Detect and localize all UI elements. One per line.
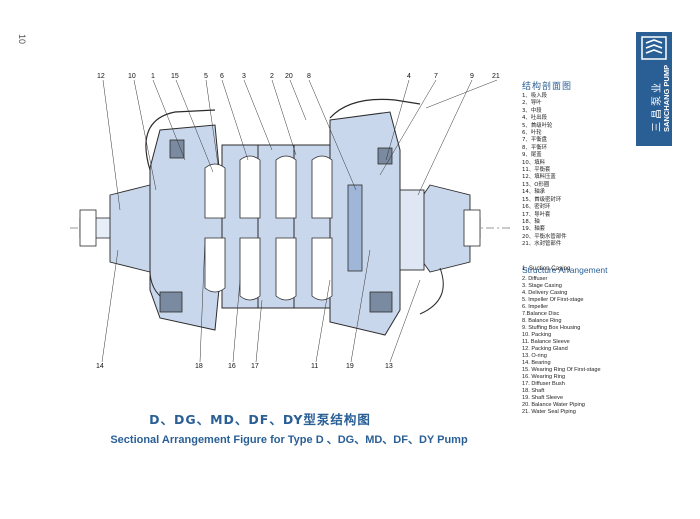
- legend-cn-item: 18、轴: [522, 218, 540, 225]
- callout-8: 8: [307, 73, 311, 80]
- callout-5: 5: [204, 73, 208, 80]
- foot-left: [159, 291, 183, 313]
- figure-title-cn: D、DG、MD、DF、DY型泵结构图: [149, 412, 371, 427]
- legend-en-overlay-text: 1. Suction Casing: [522, 265, 571, 272]
- legend-en-item: 7.Balance Disc: [522, 311, 560, 317]
- foot-right: [369, 291, 393, 313]
- balance-water-piping: [329, 98, 421, 119]
- legend-en-item: 15. Wearing Ring Of First-stage: [522, 367, 601, 373]
- legend-cn-item: 13、O形圈: [522, 181, 550, 188]
- impeller-3: [275, 155, 297, 219]
- callout-11: 11: [311, 363, 318, 370]
- legend-cn-item: 2、导叶: [522, 100, 542, 107]
- legend-en-item: 11. Balance Sleeve: [522, 339, 570, 345]
- brand-name-cn: 三昌泵业: [652, 80, 663, 132]
- impeller-4-lower: [311, 237, 333, 301]
- right-bearing-housing: [419, 184, 471, 273]
- legend-en-item: 14. Bearing: [522, 360, 551, 366]
- callout-9: 9: [470, 73, 474, 80]
- legend-cn-item: 14、轴承: [522, 189, 546, 196]
- impeller-first-stage-lower: [204, 237, 226, 293]
- legend-en-item: 20. Balance Water Piping: [522, 402, 585, 408]
- legend-en-item: 21. Water Seal Piping: [522, 409, 576, 415]
- legend-cn-item: 19、轴套: [522, 226, 546, 233]
- coupling-right: [463, 209, 481, 247]
- callout-4: 4: [407, 73, 411, 80]
- delivery-casing: [329, 111, 401, 336]
- legend-en-item: 17. Diffuser Bush: [522, 381, 565, 387]
- brand-name-en: SANCHANG PUMP: [662, 64, 671, 132]
- legend-en-item: 9. Stuffing Box Housing: [522, 325, 581, 331]
- legend-cn-item: 9、尾盖: [522, 152, 542, 159]
- callout-10: 10: [128, 73, 136, 80]
- impeller-2: [239, 155, 261, 219]
- suction-casing: [149, 124, 223, 331]
- callout-6: 6: [220, 73, 224, 80]
- legend-cn-item: 3、中段: [522, 107, 542, 114]
- impeller-3-lower: [275, 237, 297, 301]
- legend-cn-item: 15、首级密封环: [522, 196, 562, 203]
- brand-logo-icon: [641, 36, 667, 60]
- legend-en-item: 5. Impeller Of First-stage: [522, 297, 584, 303]
- coupling-left: [79, 209, 97, 247]
- legend-en-item: 13. O-ring: [522, 353, 547, 359]
- legend-cn-item: 5、首级叶轮: [522, 122, 553, 129]
- boss-right: [377, 147, 393, 165]
- legend-en-item: 19. Shaft Sleeve: [522, 395, 564, 401]
- water-seal-piping: [145, 109, 216, 171]
- legend-en-item: 16. Wearing Ring: [522, 374, 566, 380]
- figure-title-en: Sectional Arrangement Figure for Type D …: [110, 434, 468, 446]
- impeller-2-lower: [239, 237, 261, 301]
- legend-en-item: 6. Impeller: [522, 304, 549, 310]
- legend-cn-item: 10、填料: [522, 159, 546, 166]
- callout-2: 2: [270, 73, 274, 80]
- legend-cn-list: 1、吸入段 2、导叶 3、中段 4、吐出段 5、首级叶轮 6、叶轮 7、平衡盘 …: [522, 93, 567, 249]
- callout-19: 19: [346, 363, 354, 370]
- legend-cn-item: 12、填料压盖: [522, 174, 556, 181]
- legend-cn-item: 8、平衡环: [522, 144, 547, 151]
- legend-cn-item: 16、密封环: [522, 204, 551, 211]
- right-lower-pipe: [419, 267, 444, 315]
- callout-14: 14: [96, 363, 104, 370]
- legend-cn-item: 21、水封管部件: [522, 241, 562, 248]
- callout-1: 1: [151, 73, 155, 80]
- legend-en-item: 18. Shaft: [522, 388, 545, 394]
- callout-18: 18: [195, 363, 203, 370]
- balance-disc: [347, 184, 363, 272]
- callout-15: 15: [171, 73, 179, 80]
- boss-left: [169, 139, 185, 159]
- pump-sectional-drawing: 12 10 1 15 5 6 3 2 20 8 4 7 9 21 14 18 1…: [70, 73, 510, 370]
- callout-16: 16: [228, 363, 236, 370]
- legend-en-item: 2. Diffuser: [522, 276, 548, 282]
- legend-en-list: 2. Diffuser 3. Stage Casing 4. Delivery …: [522, 276, 601, 416]
- legend-en-item: 10. Packing: [522, 332, 552, 338]
- legend-cn-item: 6、叶轮: [522, 130, 542, 137]
- legend-en-item: 4. Delivery Casing: [522, 290, 568, 296]
- legend-en-item: 3. Stage Casing: [522, 283, 562, 289]
- callout-3: 3: [242, 73, 246, 80]
- legend-en-title: Structure Arrangement: [522, 265, 608, 275]
- legend-cn-item: 4、吐出段: [522, 115, 547, 122]
- legend-cn-item: 20、平衡水管部件: [522, 233, 567, 240]
- legend-cn-item: 1、吸入段: [522, 93, 547, 99]
- impeller-4: [311, 155, 333, 219]
- page-number: 10: [17, 34, 27, 45]
- callout-20: 20: [285, 73, 293, 80]
- callout-21: 21: [492, 73, 500, 80]
- legend-cn-title: 结构剖面图: [522, 82, 573, 92]
- callout-13: 13: [385, 363, 393, 370]
- balance-chamber: [399, 189, 425, 271]
- legend-cn-item: 11、平衡套: [522, 167, 551, 174]
- legend-en-item: 12. Packing Gland: [522, 346, 568, 352]
- callout-7: 7: [434, 73, 438, 80]
- impeller-first-stage: [204, 163, 226, 219]
- legend-cn-item: 17、导叶套: [522, 211, 551, 218]
- brand-banner: 三昌泵业 SANCHANG PUMP: [636, 32, 672, 146]
- callout-17: 17: [251, 363, 259, 370]
- legend-en-item: 8. Balance Ring: [522, 318, 562, 324]
- callout-12: 12: [97, 73, 105, 80]
- legend-cn-item: 7、平衡盘: [522, 137, 547, 144]
